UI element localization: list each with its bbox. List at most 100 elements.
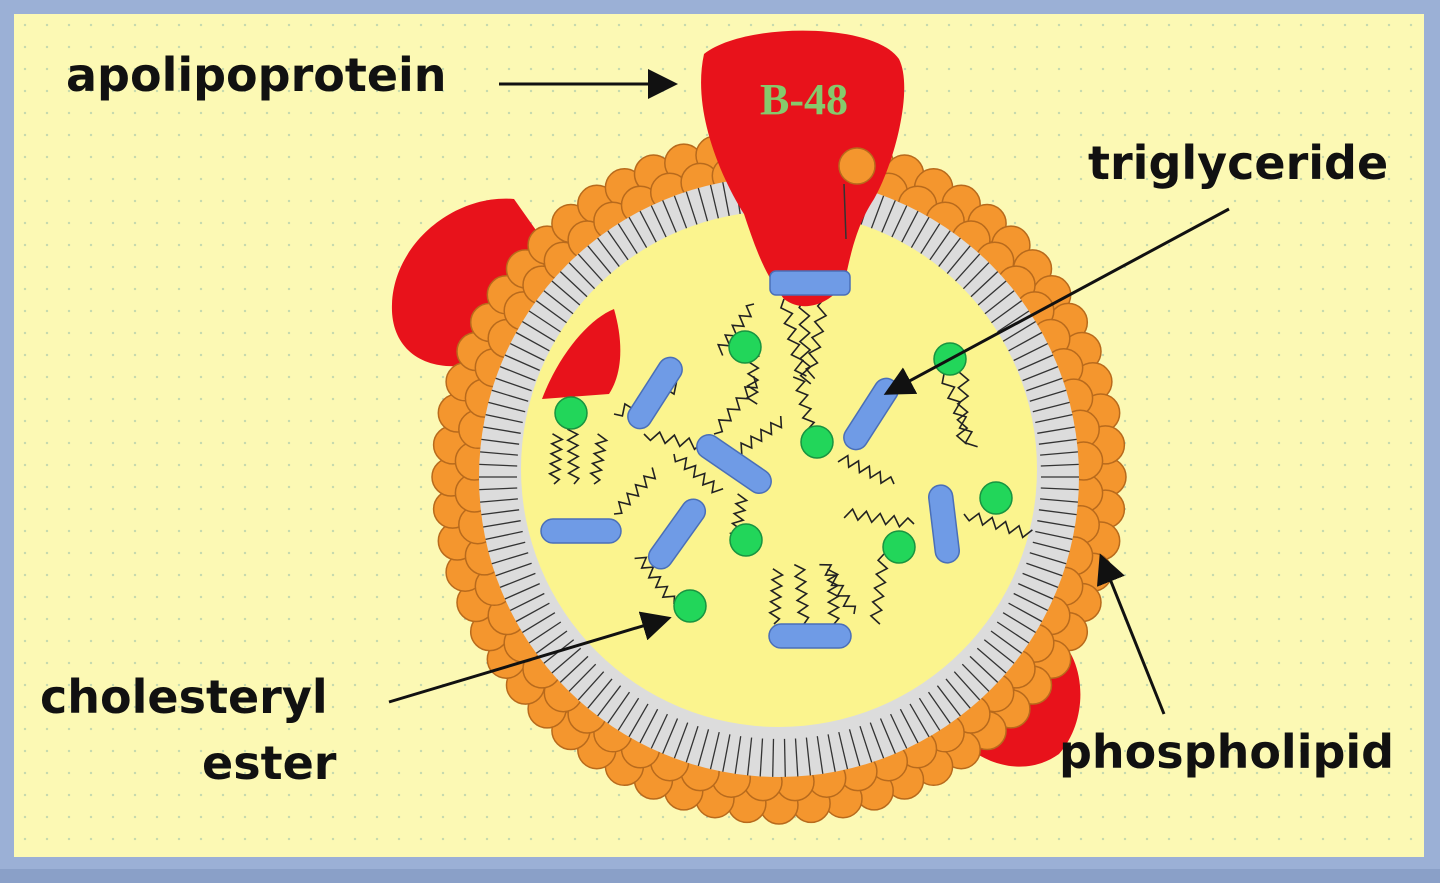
phospholipid-tail [481,509,520,516]
phospholipid-tail [495,377,532,392]
cholesteryl-ester-icon [882,530,916,564]
triglyceride-icon [647,498,707,570]
phospholipid-tail [587,245,613,276]
apolipoprotein-b48 [701,30,905,307]
phospholipid-tail [628,703,649,738]
fatty-acid-chain [843,507,915,529]
phospholipid-tail [1026,377,1063,392]
arrow-icon [388,611,672,704]
phospholipid-tail [961,262,990,291]
phospholipid-tail [869,722,885,759]
phospholipid-tail [722,734,731,772]
phospholipid-tail [617,697,640,731]
phospholipid-tail [499,572,536,589]
phospholipid-tail [1013,343,1048,362]
phospholipid-tail [1029,552,1067,565]
phospholipid-tail [772,738,775,777]
phospholipid-tail [499,365,536,382]
phospholipid-tail [485,413,523,424]
phospholipid-tail [488,401,526,413]
phospholipid-tail [976,280,1007,307]
phospholipid-tail [697,187,710,225]
phospholipid-tail [559,271,589,299]
phospholipid-tail [535,630,568,654]
phospholipid-tail [848,729,861,767]
phospholipid-tail [722,182,731,220]
phospholipid-tail [495,562,532,577]
phospholipid-tail [1013,592,1048,611]
phospholipid-tail [1040,463,1079,467]
phospholipid-head-icon [838,147,876,185]
phospholipid-tail [1038,509,1077,516]
phospholipid-tail [1037,426,1075,434]
phospholipid-tail [480,498,518,503]
phospholipid-tail [996,621,1030,644]
label-apolipoprotein: apolipoprotein [66,48,447,102]
phospholipid-tail [1026,562,1063,577]
phospholipid-tail [1040,487,1079,491]
phospholipid-tail [617,223,640,257]
phospholipid-tail [515,331,550,352]
fatty-acid-chain [955,363,970,445]
phospholipid-tail [918,697,941,731]
phospholipid-tail [945,678,971,709]
phospholipid-tail [1040,498,1078,503]
phospholipid-tail [879,718,896,754]
phospholipid-tail [794,738,799,777]
phospholipid-tail [510,592,545,611]
cholesteryl-ester-group [554,330,1013,623]
phospholipid-tail [899,708,919,744]
phospholipid-tail [597,685,622,717]
phospholipid-tail [859,725,873,763]
phospholipid-tail [1035,413,1073,424]
phospholipid-tail [685,725,699,763]
cholesteryl-ester-icon [800,425,834,459]
phospholipid-tail [953,671,981,701]
phospholipid-tail [551,647,582,674]
phospholipid-tail [650,713,668,749]
phospholipid-tail [568,262,597,291]
phospholipid-tail [515,602,550,623]
phospholipid-tail [479,487,518,491]
fatty-acid-chain [768,568,785,625]
b48-anchor-line [843,183,847,240]
phospholipid-tail [480,451,518,456]
phospholipid-tail [1029,389,1067,402]
phospholipid-tail [927,691,951,724]
phospholipid-tail [890,713,908,749]
phospholipid-tail [1018,354,1054,371]
phospholipid-tail [485,530,523,541]
phospholipid-tail [504,354,540,371]
phospholipid-tail [577,671,605,701]
label-triglyceride: triglyceride [1088,136,1389,190]
phospholipid-tail [697,729,710,767]
phospholipid-tail [879,200,896,236]
cholesteryl-ester-icon [554,396,588,430]
phospholipid-tail [969,655,999,683]
fatty-acid-chain [716,303,755,356]
phospholipid-tail [491,552,529,565]
phospholipid-tail [481,438,520,445]
arrow-icon [883,207,1230,395]
label-phospholipid: phospholipid [1059,725,1395,779]
phospholipid-tail [990,630,1023,654]
cholesteryl-ester-icon [673,589,707,623]
phospholipid-tail [1022,365,1059,382]
phospholipid-tail [869,195,885,232]
fatty-acid-chain [547,433,565,485]
phospholipid-tail [976,647,1007,674]
phospholipid-tail [838,731,849,770]
fatty-acid-chain [941,373,978,448]
fatty-acid-chain [779,298,807,377]
phospholipid-tail [936,237,961,269]
phospholipid-tail [983,290,1015,315]
triglyceride-icon [627,356,683,430]
cholesteryl-ester-icon [728,330,762,364]
label-cholesteryl: cholesteryl [40,670,328,724]
phospholipid-tail [1008,331,1043,352]
phospholipid-tail [510,343,545,362]
cholesteryl-ester-icon [979,481,1013,515]
triglyceride-icon [540,518,622,544]
phospholipid-tail [969,271,999,299]
